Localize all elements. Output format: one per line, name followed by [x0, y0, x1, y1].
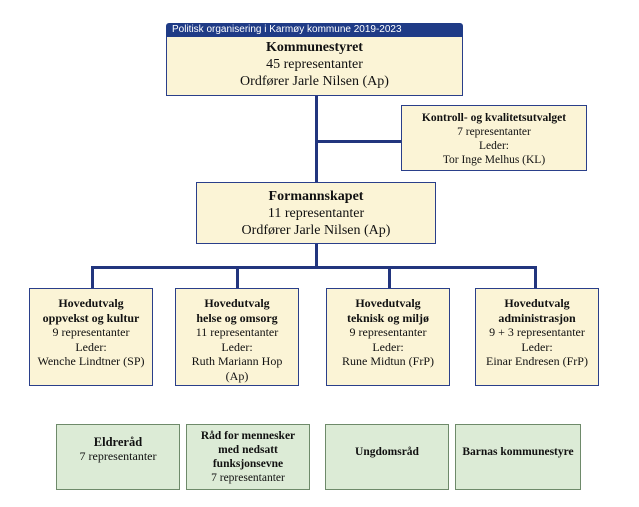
- committee-leader: Wenche Lindtner (SP): [37, 354, 145, 368]
- kontroll-leader: Tor Inge Melhus (KL): [442, 154, 546, 166]
- council-title: Barnas kommunestyre: [462, 446, 574, 458]
- kontroll-leader-label: Leder:: [478, 140, 509, 152]
- committee-members: 11 representanter: [195, 325, 279, 339]
- committee-subtitle: oppvekst og kultur: [42, 310, 140, 325]
- committee-members: 9 representanter: [52, 325, 130, 339]
- committee-title: Hovedutvalg: [204, 296, 270, 310]
- connector-drop-4: [534, 266, 537, 288]
- kommunestyret-box: Kommunestyret 45 representanter Ordfører…: [166, 37, 463, 96]
- council-box-funksjonsevne: Råd for mennesker med nedsatt funksjonse…: [186, 424, 310, 490]
- kontroll-members: 7 representanter: [457, 126, 531, 138]
- committee-box-oppvekst: Hovedutvalg oppvekst og kultur 9 represe…: [29, 288, 153, 386]
- council-box-eldrerad: Eldreråd 7 representanter: [56, 424, 180, 490]
- formannskapet-mayor: Ordfører Jarle Nilsen (Ap): [241, 223, 391, 238]
- committee-leader: Ruth Mariann Hop: [191, 354, 283, 368]
- council-box-barnas-kommunestyre: Barnas kommunestyre: [455, 424, 581, 490]
- committee-box-administrasjon: Hovedutvalg administrasjon 9 + 3 represe…: [475, 288, 599, 386]
- kontroll-box: Kontroll- og kvalitetsutvalget 7 represe…: [401, 105, 587, 171]
- connector-drop-2: [236, 266, 239, 288]
- connector-drop-1: [91, 266, 94, 288]
- council-title: Råd for mennesker med nedsatt funksjonse…: [200, 430, 296, 470]
- kommunestyret-title: Kommunestyret: [266, 40, 363, 55]
- connector-formannskapet-down: [315, 244, 318, 268]
- committee-title: Hovedutvalg: [355, 296, 421, 310]
- council-box-ungdomsrad: Ungdomsråd: [325, 424, 449, 490]
- kommunestyret-members: 45 representanter: [266, 57, 363, 72]
- connector-to-kontroll: [315, 140, 401, 143]
- committee-leader-label: Leder:: [221, 339, 253, 354]
- committee-members: 9 representanter: [349, 325, 427, 339]
- council-members: 7 representanter: [79, 449, 157, 463]
- committee-members: 9 + 3 representanter: [489, 325, 585, 339]
- committee-box-helse: Hovedutvalg helse og omsorg 11 represent…: [175, 288, 299, 386]
- committee-subtitle: helse og omsorg: [196, 310, 278, 325]
- committee-leader-party: (Ap): [225, 368, 249, 383]
- kommunestyret-mayor: Ordfører Jarle Nilsen (Ap): [240, 74, 389, 89]
- committee-box-teknisk: Hovedutvalg teknisk og miljø 9 represent…: [326, 288, 450, 386]
- committee-title: Hovedutvalg: [58, 296, 124, 310]
- council-title: Ungdomsråd: [355, 446, 419, 458]
- council-members: 7 representanter: [211, 472, 285, 484]
- connector-horizontal-bus: [91, 266, 537, 269]
- connector-drop-3: [388, 266, 391, 288]
- committee-title: Hovedutvalg: [504, 296, 570, 310]
- committee-leader: Einar Endresen (FrP): [486, 354, 588, 368]
- committee-leader-label: Leder:: [372, 339, 404, 354]
- formannskapet-title: Formannskapet: [268, 189, 364, 204]
- committee-leader: Rune Midtun (FrP): [341, 354, 434, 368]
- council-title: Eldreråd: [93, 435, 143, 449]
- formannskapet-members: 11 representanter: [267, 206, 365, 221]
- formannskapet-box: Formannskapet 11 representanter Ordfører…: [196, 182, 436, 244]
- kontroll-title: Kontroll- og kvalitetsutvalget: [421, 112, 567, 124]
- connector-main-to-formannskapet: [315, 96, 318, 182]
- chart-banner: Politisk organisering i Karmøy kommune 2…: [166, 23, 463, 37]
- committee-subtitle: teknisk og miljø: [346, 310, 429, 325]
- committee-leader-label: Leder:: [521, 339, 553, 354]
- committee-leader-label: Leder:: [75, 339, 107, 354]
- committee-subtitle: administrasjon: [498, 310, 576, 325]
